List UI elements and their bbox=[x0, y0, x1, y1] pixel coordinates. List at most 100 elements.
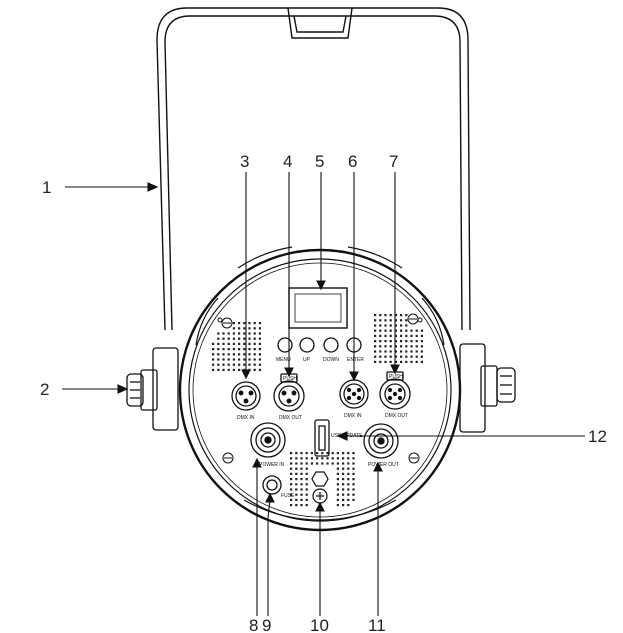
vent-hole bbox=[217, 363, 220, 366]
vent-hole bbox=[384, 350, 387, 353]
vent-hole bbox=[389, 329, 392, 332]
vent-hole bbox=[258, 368, 261, 371]
vent-hole bbox=[420, 355, 423, 358]
vent-hole bbox=[222, 332, 225, 335]
vent-hole bbox=[295, 504, 298, 507]
callout-9: 9 bbox=[262, 616, 271, 633]
menu-label: MENU bbox=[276, 357, 291, 363]
vent-hole bbox=[238, 368, 241, 371]
fixture-body bbox=[178, 246, 462, 532]
enter-label: ENTER bbox=[347, 357, 364, 363]
vent-hole bbox=[389, 319, 392, 322]
vent-hole bbox=[342, 472, 345, 475]
vent-hole bbox=[420, 329, 423, 332]
vent-hole bbox=[420, 350, 423, 353]
vent-hole bbox=[384, 355, 387, 358]
vent-hole bbox=[405, 355, 408, 358]
vent-hole bbox=[400, 350, 403, 353]
vent-hole bbox=[227, 337, 230, 340]
vent-hole bbox=[405, 345, 408, 348]
push-label-7: PUSH bbox=[389, 374, 403, 380]
vent-hole bbox=[300, 462, 303, 465]
callout-5: 5 bbox=[315, 152, 324, 171]
vent-hole bbox=[374, 329, 377, 332]
vent-hole bbox=[389, 345, 392, 348]
vent-hole bbox=[258, 327, 261, 330]
vent-hole bbox=[394, 334, 397, 337]
vent-hole bbox=[232, 358, 235, 361]
vent-hole bbox=[217, 342, 220, 345]
vent-hole bbox=[290, 504, 293, 507]
vent-hole bbox=[232, 353, 235, 356]
vent-hole bbox=[243, 327, 246, 330]
vent-hole bbox=[321, 457, 324, 460]
down-button[interactable] bbox=[323, 337, 339, 353]
dmx-in-5pin-connector bbox=[339, 379, 369, 409]
vent-hole bbox=[342, 498, 345, 501]
vent-hole bbox=[410, 329, 413, 332]
vent-hole bbox=[248, 327, 251, 330]
vent-hole bbox=[374, 319, 377, 322]
vent-hole bbox=[232, 337, 235, 340]
vent-hole bbox=[321, 462, 324, 465]
vent-hole bbox=[258, 363, 261, 366]
vent-hole bbox=[238, 363, 241, 366]
vent-hole bbox=[227, 348, 230, 351]
vent-hole bbox=[331, 457, 334, 460]
vent-hole bbox=[405, 334, 408, 337]
vent-hole bbox=[405, 319, 408, 322]
callout-11: 11 bbox=[368, 616, 386, 633]
vent-hole bbox=[400, 345, 403, 348]
down-label: DOWN bbox=[323, 357, 339, 363]
vent-hole bbox=[347, 452, 350, 455]
vent-hole bbox=[400, 334, 403, 337]
vent-hole bbox=[248, 358, 251, 361]
vent-hole bbox=[295, 472, 298, 475]
power-out-label: POWER OUT bbox=[368, 462, 399, 468]
vent-hole bbox=[217, 368, 220, 371]
vent-hole bbox=[384, 329, 387, 332]
vent-hole bbox=[238, 332, 241, 335]
vent-hole bbox=[227, 363, 230, 366]
vent-hole bbox=[232, 322, 235, 325]
vent-hole bbox=[405, 340, 408, 343]
vent-hole bbox=[374, 360, 377, 363]
vent-hole bbox=[410, 355, 413, 358]
vent-hole bbox=[394, 355, 397, 358]
push-label-4: PUSH bbox=[283, 376, 297, 382]
vent-hole bbox=[290, 488, 293, 491]
vent-hole bbox=[248, 348, 251, 351]
vent-hole bbox=[212, 342, 215, 345]
vent-hole bbox=[290, 462, 293, 465]
vent-hole bbox=[305, 498, 308, 501]
menu-button[interactable] bbox=[277, 337, 293, 353]
vent-hole bbox=[342, 483, 345, 486]
vent-hole bbox=[384, 324, 387, 327]
vent-hole bbox=[316, 452, 319, 455]
fuse-holder bbox=[262, 475, 282, 495]
vent-hole bbox=[212, 348, 215, 351]
vent-hole bbox=[290, 467, 293, 470]
vent-hole bbox=[300, 467, 303, 470]
vent-hole bbox=[300, 483, 303, 486]
vent-hole bbox=[352, 483, 355, 486]
screws bbox=[217, 313, 423, 464]
vent-hole bbox=[410, 350, 413, 353]
vent-hole bbox=[305, 493, 308, 496]
vent-hole bbox=[238, 327, 241, 330]
vent-hole bbox=[243, 353, 246, 356]
vent-hole bbox=[227, 342, 230, 345]
power-out-connector bbox=[363, 423, 399, 459]
vent-hole bbox=[389, 324, 392, 327]
vent-hole bbox=[352, 478, 355, 481]
callout-6: 6 bbox=[348, 152, 357, 171]
vent-hole bbox=[232, 363, 235, 366]
up-button[interactable] bbox=[299, 337, 315, 353]
vent-hole bbox=[248, 353, 251, 356]
vent-hole bbox=[253, 363, 256, 366]
vent-hole bbox=[238, 348, 241, 351]
vent-hole bbox=[374, 355, 377, 358]
vent-hole bbox=[212, 358, 215, 361]
vent-hole bbox=[222, 342, 225, 345]
